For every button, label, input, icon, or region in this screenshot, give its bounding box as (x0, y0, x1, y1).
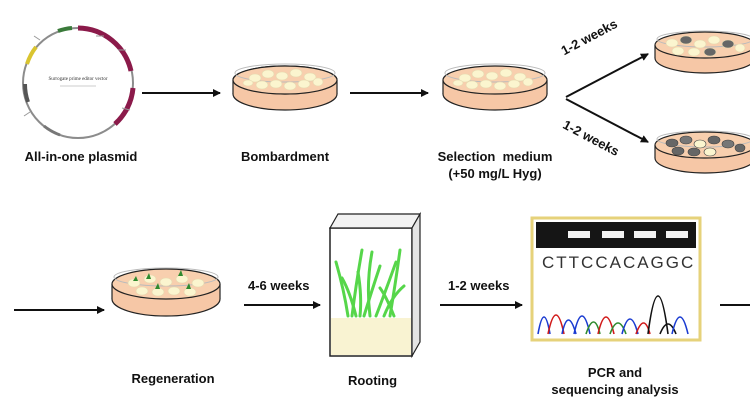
lower-result-dish (654, 130, 750, 174)
step-label-selection: Selection medium (+50 mg/L Hyg) (410, 148, 580, 182)
selection-label-line1: Selection medium (437, 149, 553, 164)
selection-dish (442, 63, 548, 111)
arrow-label-rooting-to-pcr: 1-2 weeks (448, 278, 510, 293)
arrow-selection-to-upper-dish (565, 53, 649, 98)
selection-label-line2: (+50 mg/L Hyg) (448, 166, 542, 181)
step-label-pcr: PCR and sequencing analysis (520, 364, 710, 398)
arrow-label-regeneration-to-rooting: 4-6 weeks (248, 278, 310, 293)
chromatogram (537, 295, 689, 335)
regeneration-dish (111, 267, 221, 317)
upper-result-dish (654, 30, 750, 74)
arrow-selection-to-lower-dish (565, 98, 649, 143)
pcr-label-line1: PCR and (587, 365, 643, 380)
plasmid-title-text: Surrogate prime editor vector (48, 77, 107, 82)
plasmid-map: Surrogate prime editor vector (22, 25, 136, 139)
pcr-label-line2: sequencing analysis (551, 382, 679, 397)
step-label-regeneration: Regeneration (131, 371, 215, 386)
bombardment-dish (232, 63, 338, 111)
step-label-bombardment: Bombardment (240, 149, 330, 164)
sequence-text: CTTCCACAGGC (542, 253, 695, 272)
step-label-plasmid: All-in-one plasmid (24, 149, 138, 164)
arrows (14, 53, 750, 314)
pcr-panel: CTTCCACAGGC (530, 216, 702, 342)
step-label-rooting: Rooting (347, 373, 398, 388)
rooting-box (328, 211, 422, 359)
